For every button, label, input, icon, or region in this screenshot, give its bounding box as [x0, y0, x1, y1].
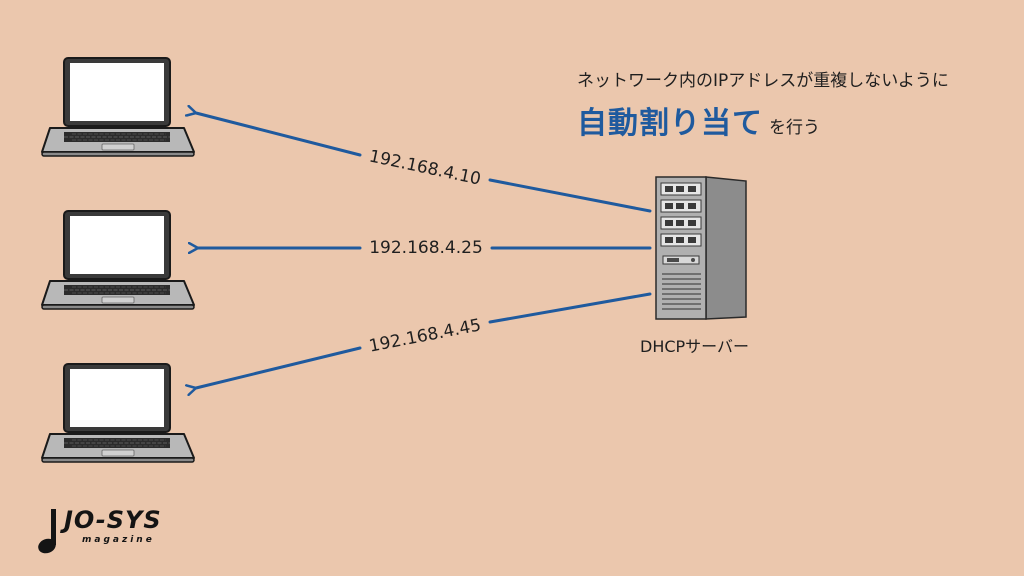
logo-wordmark: JO-SYS [64, 506, 162, 534]
arrow-1-segment-client [196, 113, 362, 157]
dhcp-server-icon [655, 176, 747, 320]
caption-suffix: を行う [769, 118, 820, 138]
caption-line-2: 自動割り当てを行う [577, 98, 820, 142]
logo-subtitle: magazine [82, 535, 155, 545]
laptop-client-1 [41, 57, 195, 157]
music-note-icon [38, 509, 56, 554]
arrow-3-segment-server [488, 292, 652, 324]
arrow-3-segment-client [196, 346, 362, 388]
assignment-arrows [196, 113, 652, 388]
laptop-client-3 [41, 363, 195, 463]
server-label: DHCPサーバー [640, 337, 750, 356]
brand-logo: JO-SYS magazine [36, 506, 186, 556]
caption-line-1: ネットワーク内のIPアドレスが重複しないように [577, 71, 949, 91]
ip-label-1: 192.168.4.10 [367, 146, 482, 189]
ip-label-2: 192.168.4.25 [369, 238, 483, 258]
caption-emphasis: 自動割り当て [577, 106, 763, 141]
laptop-client-2 [41, 210, 195, 310]
ip-label-3: 192.168.4.45 [367, 315, 482, 356]
arrow-1-segment-server [488, 178, 652, 213]
